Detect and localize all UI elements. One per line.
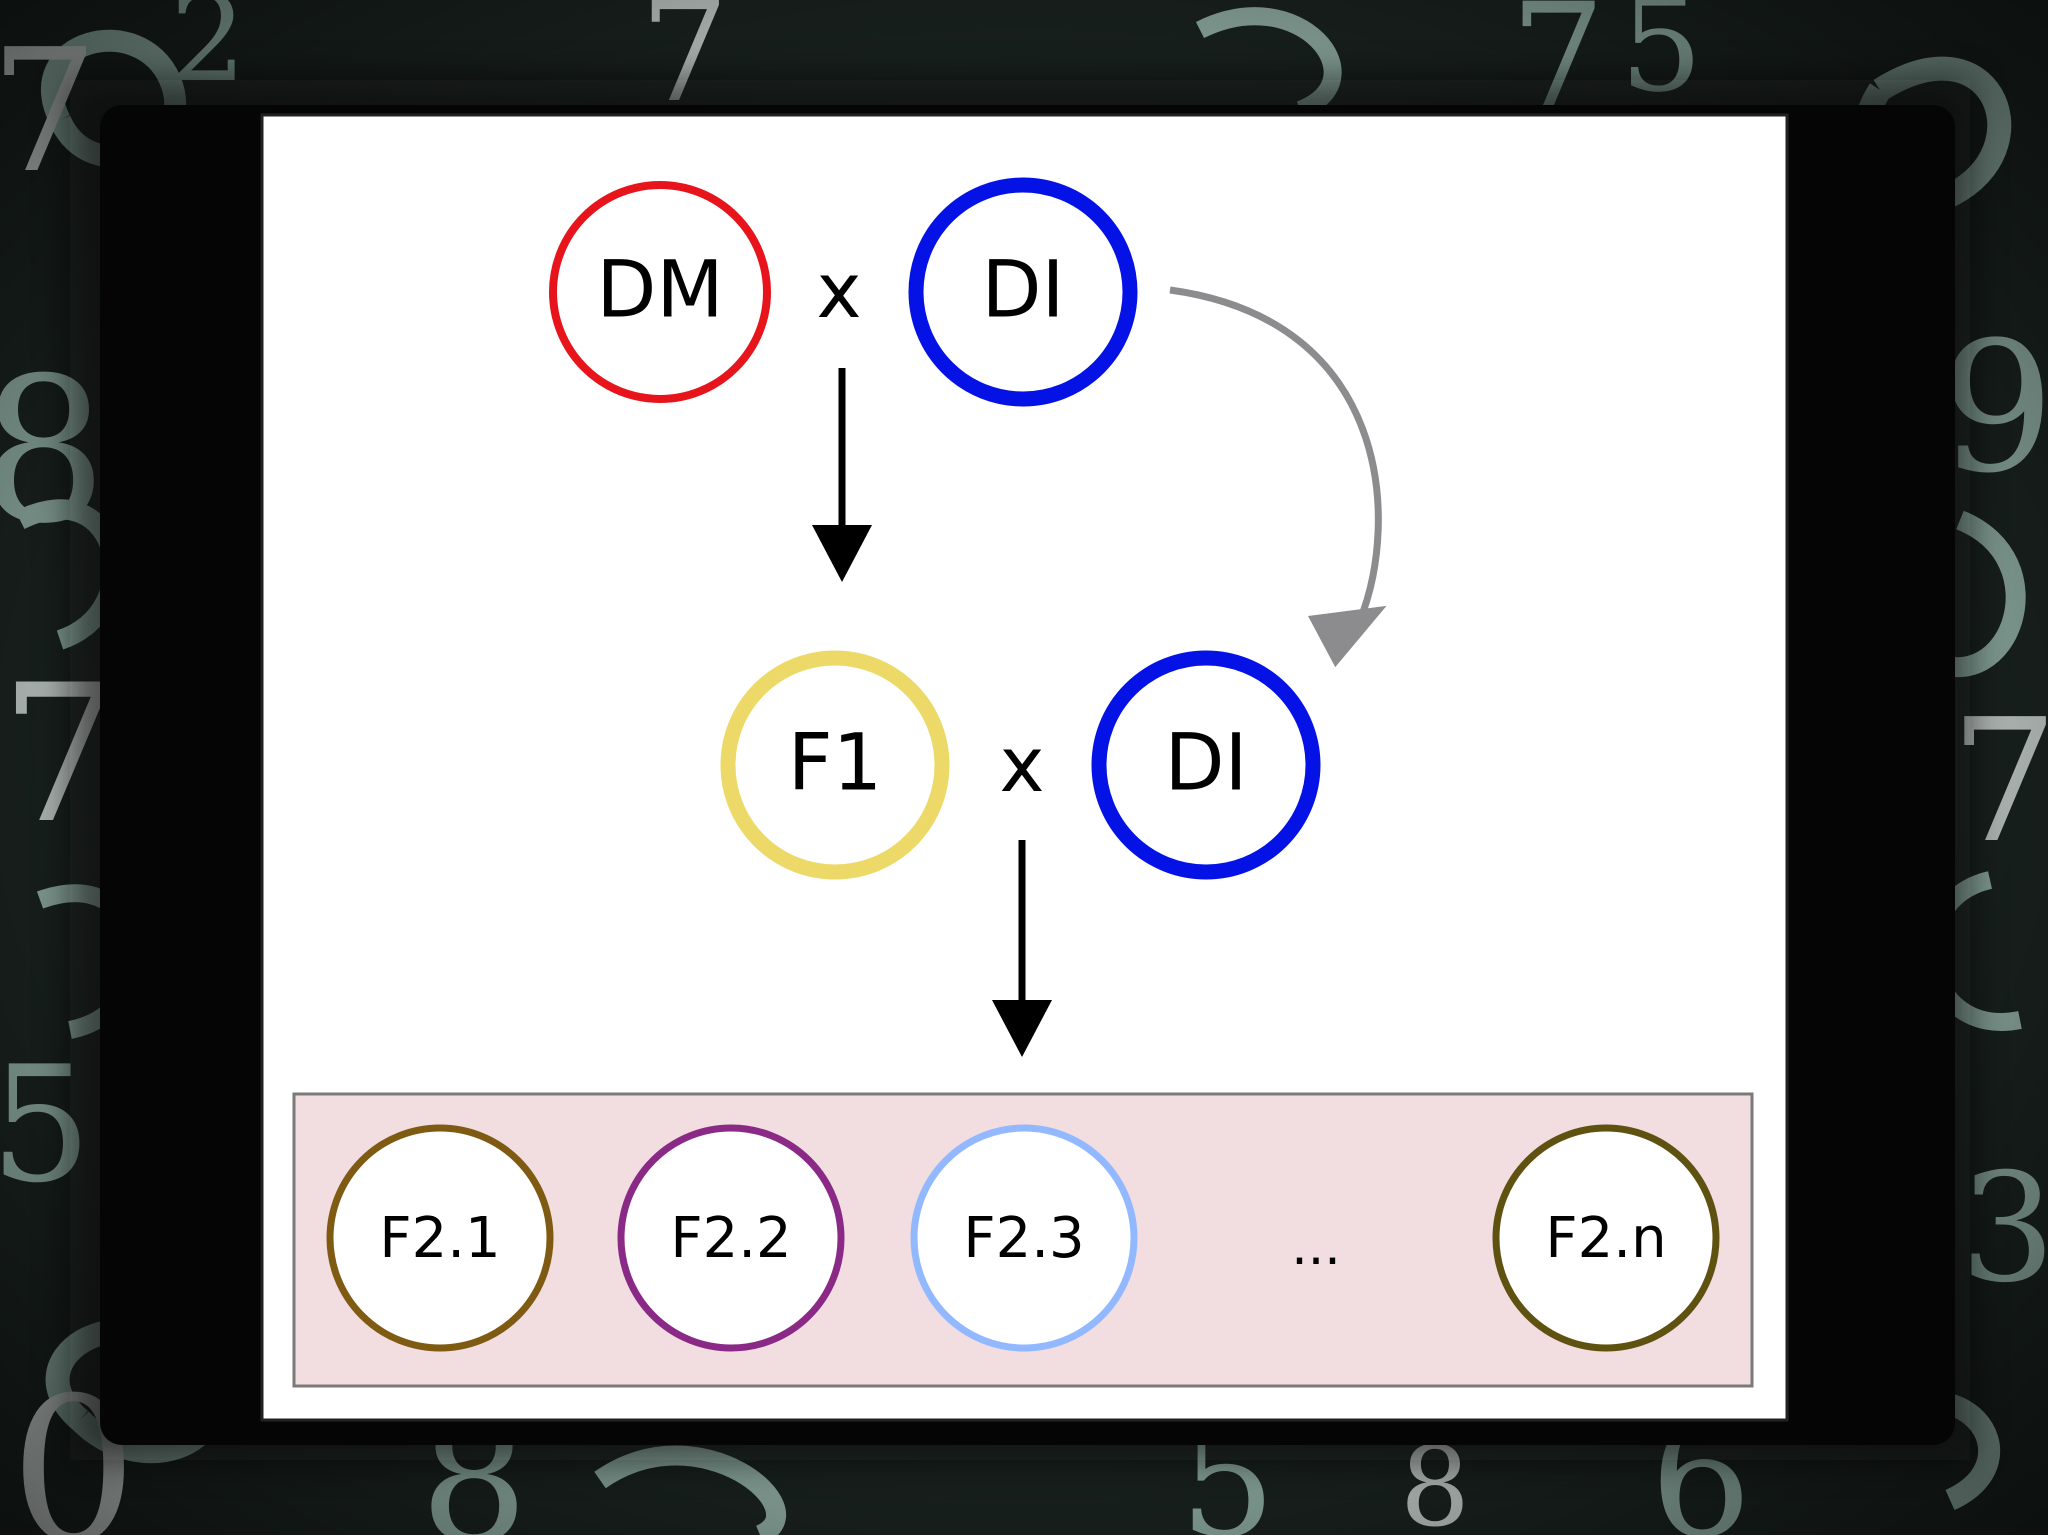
f2-3-circle (910, 1124, 1138, 1352)
f2-n-label: F2.n (1545, 1206, 1666, 1271)
f2-2-label: F2.2 (670, 1206, 791, 1271)
f2-1-label: F2.1 (379, 1206, 500, 1271)
cross-symbol: x (1000, 720, 1045, 809)
parent-generation: DM x DI (549, 177, 1138, 407)
di-label: DI (981, 245, 1064, 335)
f2-2-circle (617, 1124, 845, 1352)
f2-1-circle (326, 1124, 554, 1352)
dm-label: DM (596, 245, 723, 335)
dm-circle (549, 181, 771, 403)
f2-generation: F2.1 F2.2 F2.3 ... F2.n (292, 1092, 1754, 1388)
di-circle (908, 177, 1138, 407)
ellipsis: ... (1291, 1217, 1341, 1277)
f2-3-label: F2.3 (963, 1206, 1084, 1271)
arrow-to-f2 (992, 840, 1052, 1057)
f1-generation: F1 x DI (720, 650, 1321, 880)
backcross-arrow (1169, 286, 1387, 668)
di-circle (1091, 650, 1321, 880)
f1-circle (720, 650, 950, 880)
f2-n-circle (1492, 1124, 1720, 1352)
cross-symbol: x (817, 246, 862, 335)
arrow-to-f1 (812, 368, 872, 582)
di-label: DI (1164, 718, 1247, 808)
f1-label: F1 (788, 718, 883, 808)
